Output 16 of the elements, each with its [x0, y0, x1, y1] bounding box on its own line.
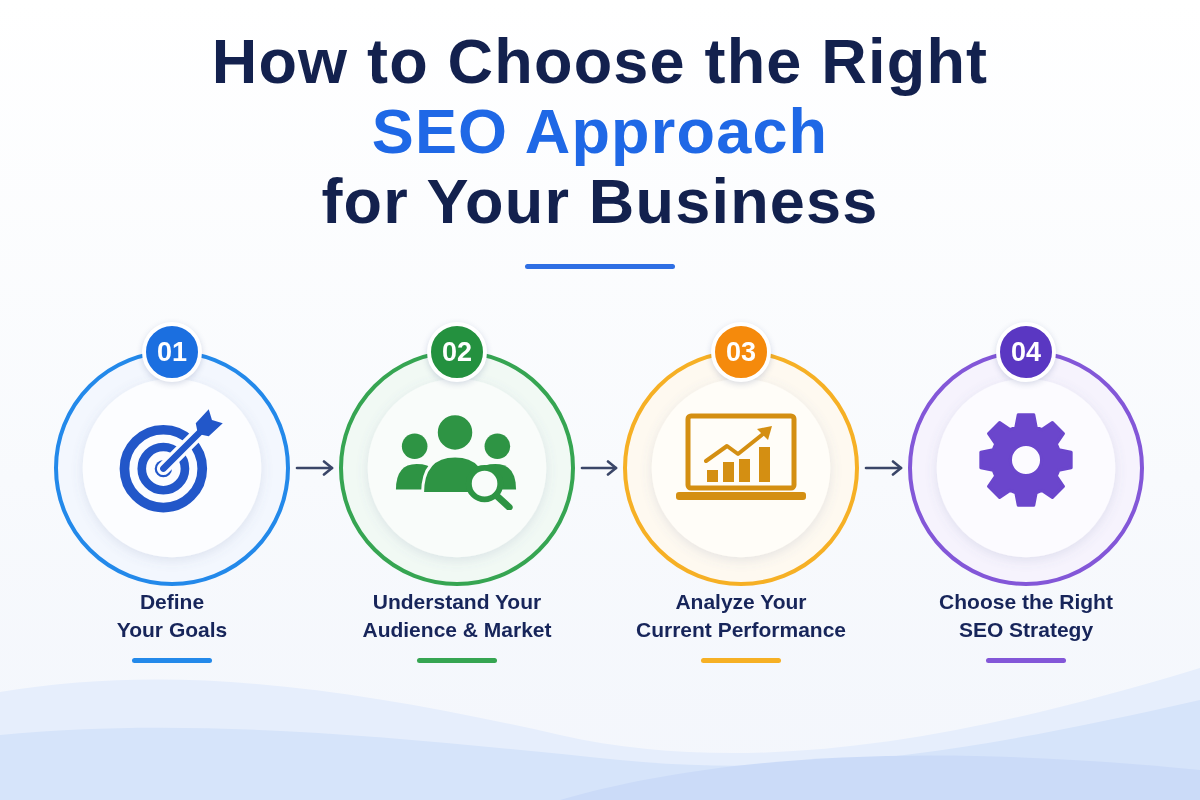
step-circle: [623, 322, 859, 586]
step-label: Analyze Your Current Performance: [635, 589, 847, 643]
number-badge: 02: [427, 322, 487, 382]
number-badge: 04: [996, 322, 1056, 382]
arrow: [864, 460, 903, 476]
step-label: Understand Your Audience & Market: [361, 589, 553, 643]
step-circle: [54, 322, 290, 586]
step-circle: [339, 322, 575, 586]
step-label: Define Your Goals: [115, 589, 229, 643]
title: How to Choose the Right SEO Approach for Your Business: [211, 26, 989, 236]
arrow: [580, 460, 618, 476]
step-label: Choose the Right SEO Strategy: [938, 589, 1114, 643]
number-badge: 01: [142, 322, 202, 382]
step-circle: [908, 322, 1144, 586]
arrow: [295, 460, 334, 476]
number-badge: 03: [711, 322, 771, 382]
